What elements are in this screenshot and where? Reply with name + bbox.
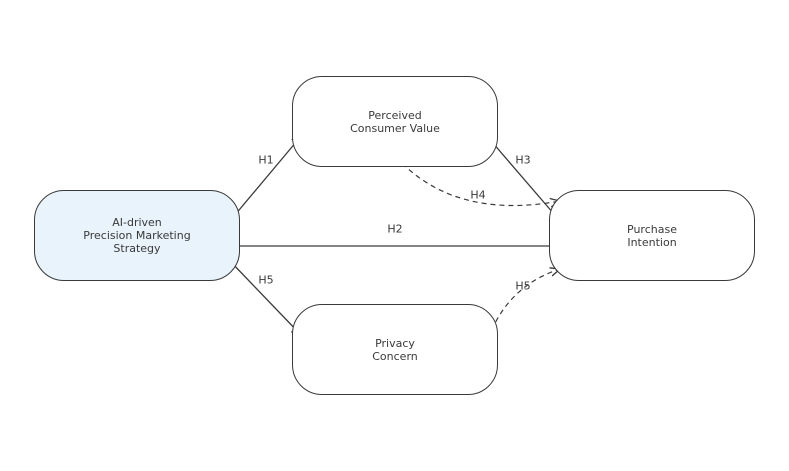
node-ai-strategy-line-2: Precision Marketing [83,229,191,242]
edge-label-h4: H4 [470,188,486,202]
node-perceived-value-line-1: Perceived [368,108,422,122]
edge-label-h5-mediation: H5 [515,279,531,293]
node-perceived-value: Perceived Consumer Value [292,76,498,167]
node-purchase-intention: Purchase Intention [549,190,755,281]
edge-h5-privacy-arrow [228,259,302,336]
node-ai-strategy-line-3: Strategy [113,242,161,255]
node-purchase-intention-line-1: Purchase [627,222,677,236]
node-privacy-concern-line-1: Privacy [375,336,415,350]
edge-h1-arrow [228,135,302,223]
node-ai-strategy-line-1: AI-driven [112,216,162,229]
node-ai-strategy: AI-driven Precision Marketing Strategy [34,190,240,281]
edge-label-h5-privacy: H5 [258,273,274,287]
edge-h3-arrow [485,134,560,221]
edge-label-h3: H3 [515,153,531,167]
node-perceived-value-line-2: Consumer Value [350,121,440,135]
node-privacy-concern: Privacy Concern [292,304,498,395]
edge-label-h1: H1 [258,153,274,167]
edge-label-h2: H2 [387,222,403,236]
node-purchase-intention-line-2: Intention [627,235,677,249]
edge-h4-dashed-arrow [395,156,560,206]
node-privacy-concern-line-2: Concern [372,349,418,363]
